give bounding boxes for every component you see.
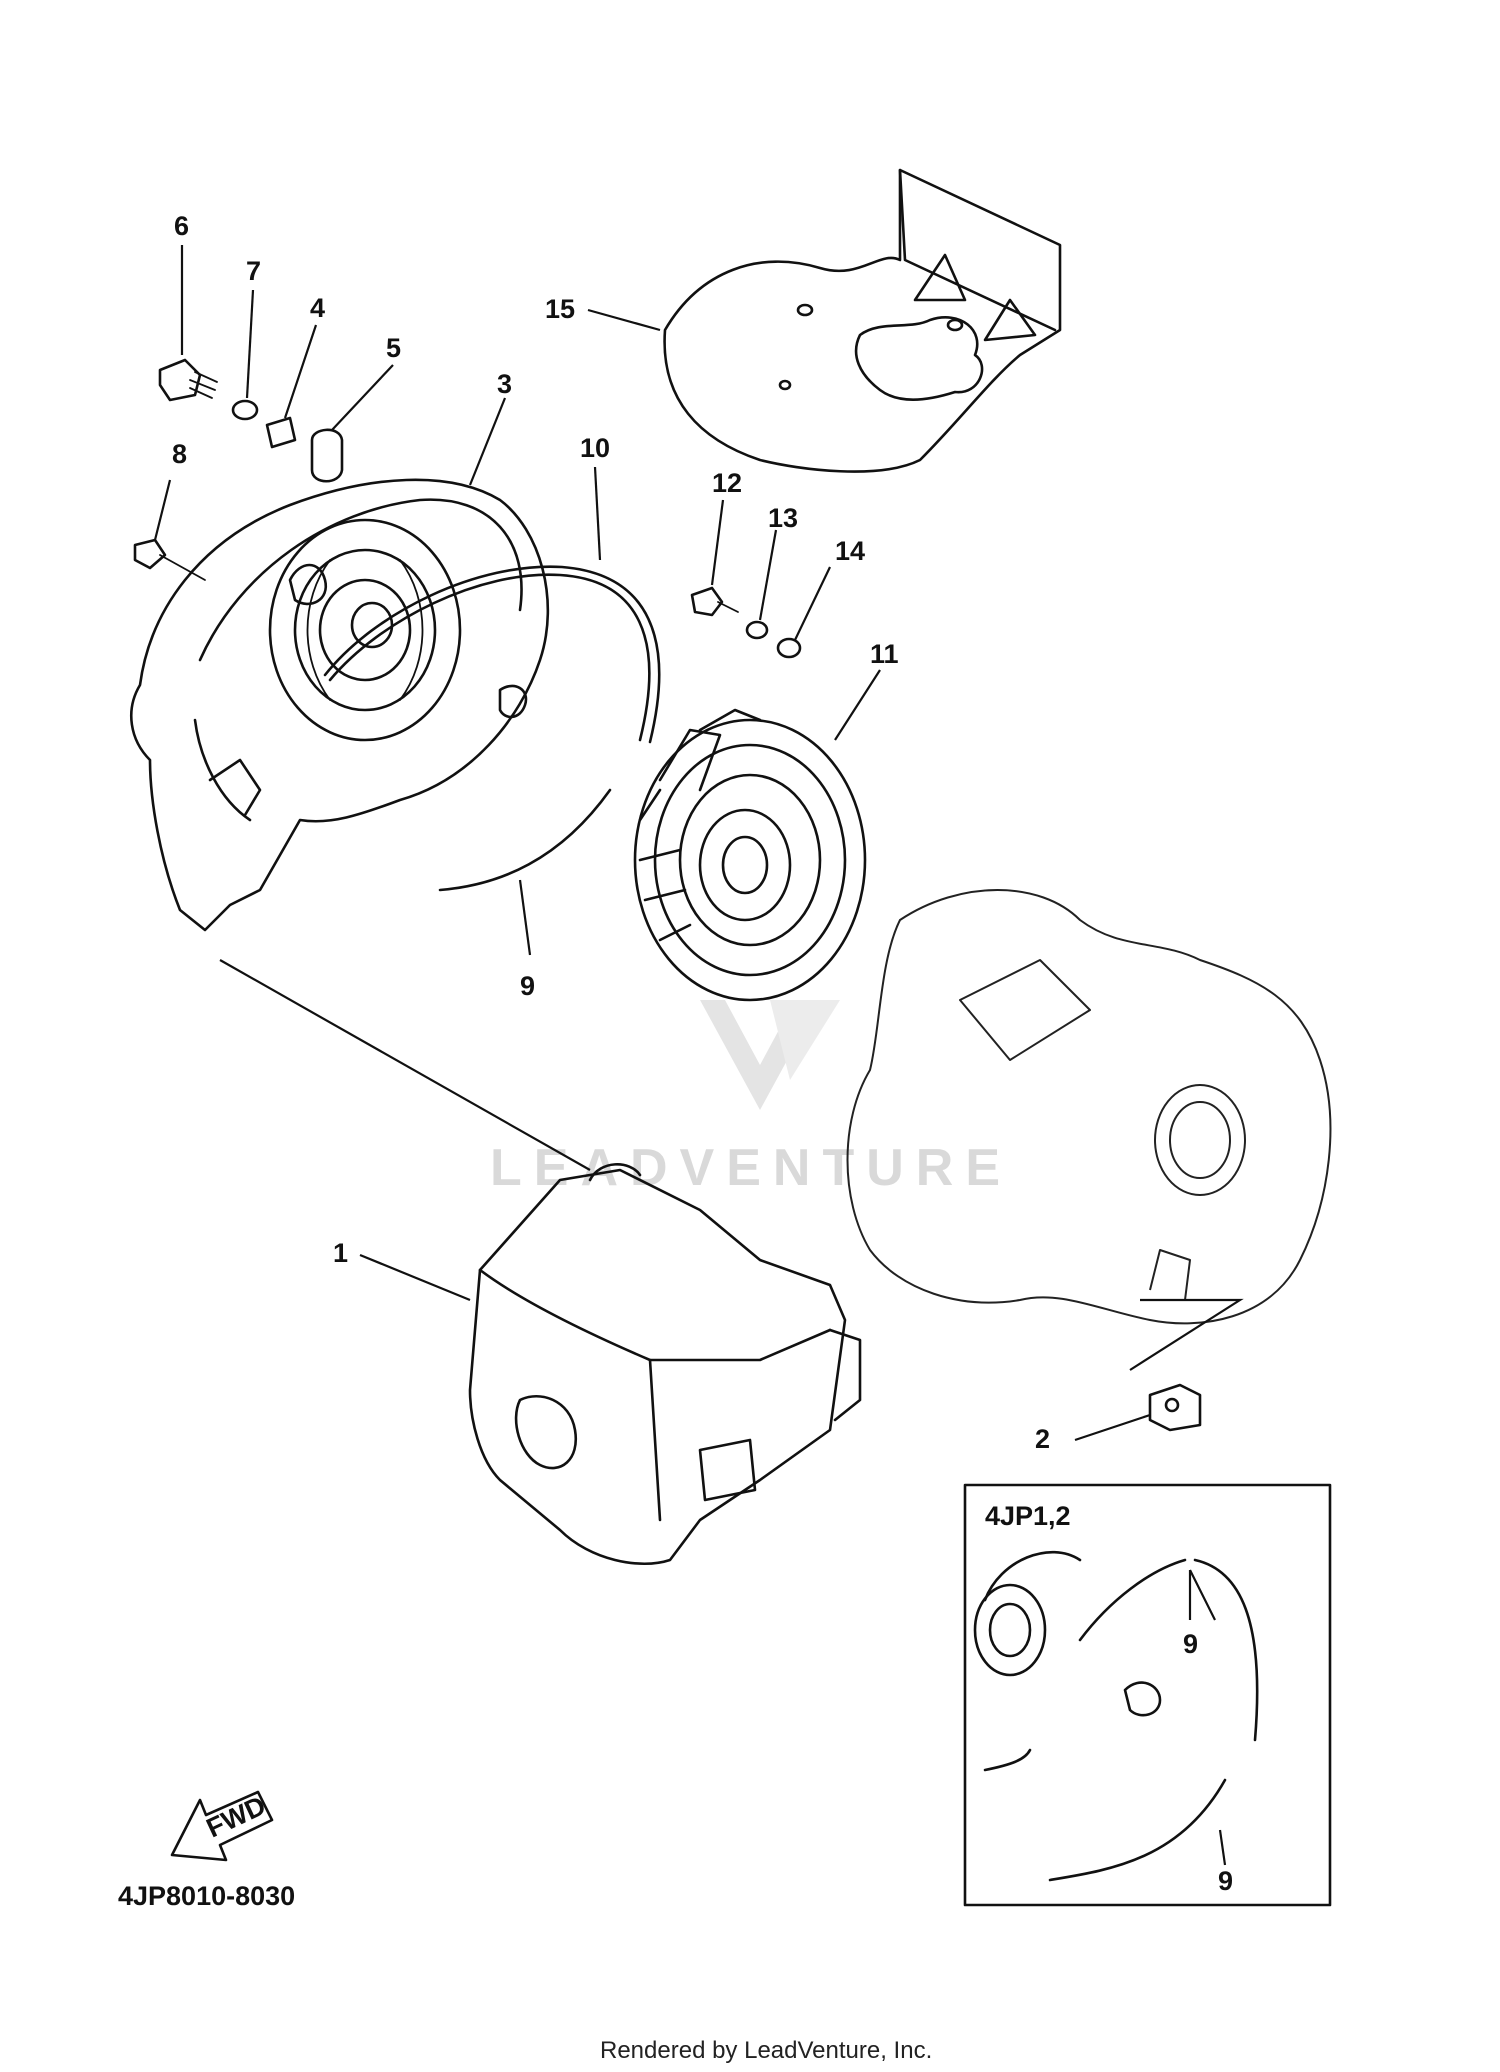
callout-4: 4 [310,293,325,323]
fwd-arrow: FWD [170,1790,274,1862]
callout-14: 14 [835,536,865,566]
fwd-label: FWD [202,1790,270,1843]
part-2-damper [1148,1383,1202,1432]
part-3-fan-shroud [129,478,550,932]
part-11-cooling-fan [633,708,867,1002]
inset-callout-9-upper: 9 [1183,1629,1198,1659]
engine-crankcase [846,889,1332,1325]
part-1-lower-cover [468,1163,862,1566]
callout-10: 10 [580,433,610,463]
callout-8: 8 [172,439,187,469]
inset-4jp12: 4JP1,2 9 9 [963,1483,1332,1907]
callout-1: 1 [333,1238,348,1268]
callout-9: 9 [520,971,535,1001]
inset-title: 4JP1,2 [985,1501,1071,1531]
callout-7: 7 [246,256,261,286]
callout-15: 15 [545,294,575,324]
callout-13: 13 [768,503,798,533]
callouts: 1 2 3 4 5 6 7 8 9 10 11 12 13 14 15 [172,211,1050,1454]
inset-callout-9-lower: 9 [1218,1866,1233,1896]
callout-6: 6 [174,211,189,241]
fasteners [133,358,802,659]
callout-3: 3 [497,369,512,399]
watermark: LEADVENTURE [490,1000,1012,1197]
leader-lines [153,245,1244,1442]
callout-2: 2 [1035,1424,1050,1454]
footer-credit: Rendered by LeadVenture, Inc. [600,2037,932,2064]
watermark-text: LEADVENTURE [490,1139,1012,1197]
callout-5: 5 [386,333,401,363]
part-15-plate [663,168,1062,473]
diagram-code: 4JP8010-8030 [118,1881,295,1911]
callout-12: 12 [712,468,742,498]
callout-11: 11 [870,639,899,669]
hoses [323,565,661,892]
